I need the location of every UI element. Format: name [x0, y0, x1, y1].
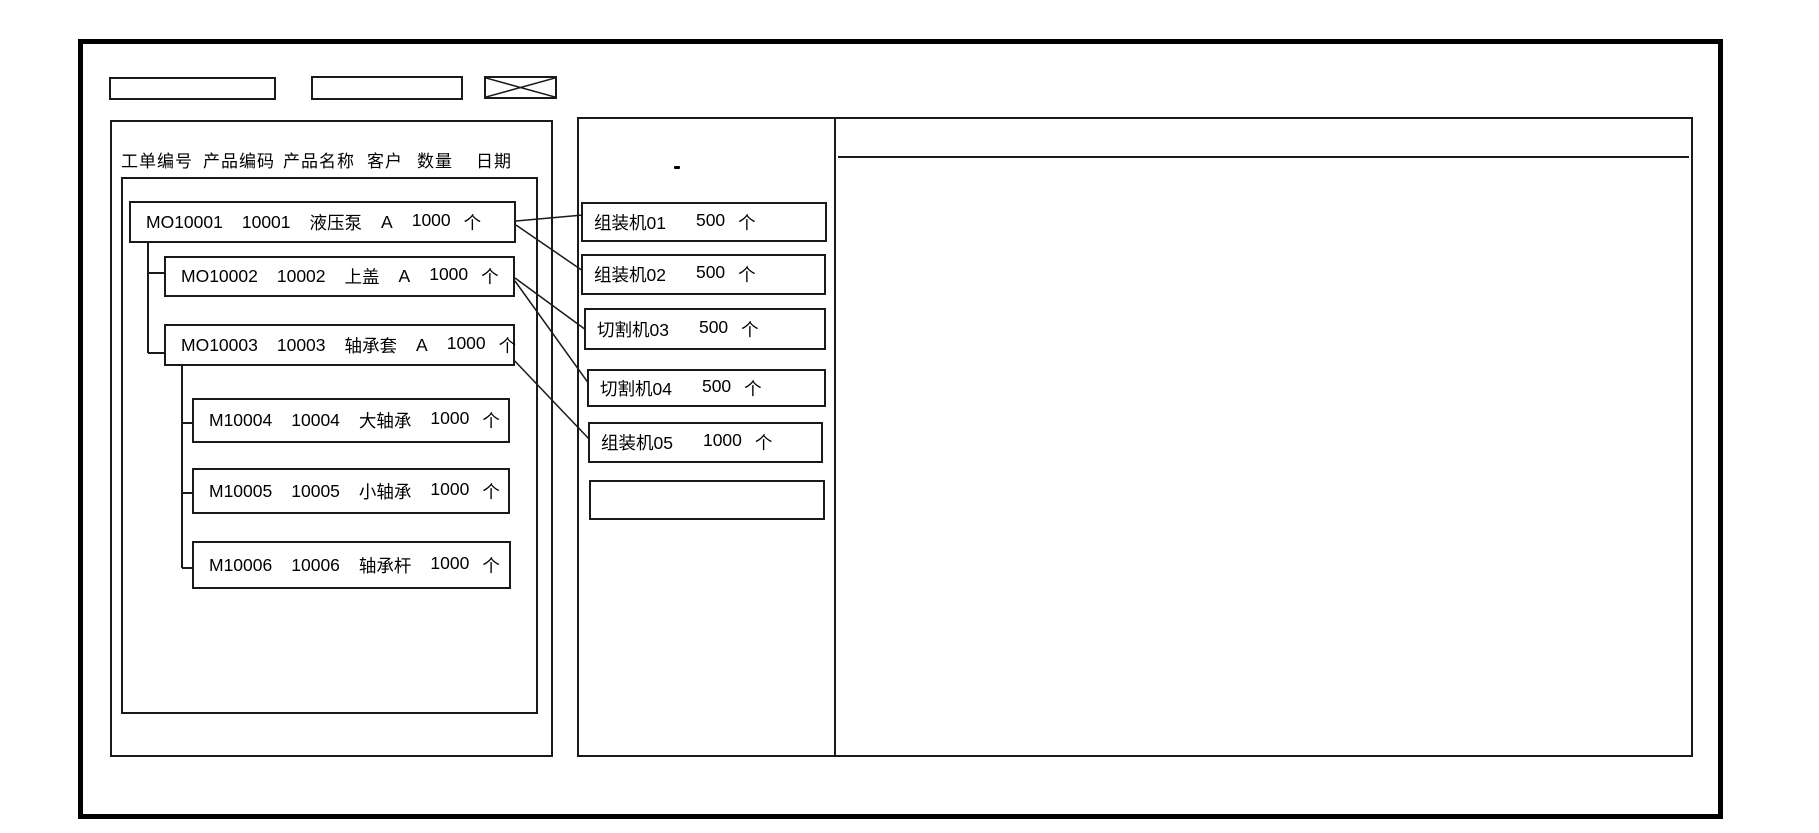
unit: 个: [738, 265, 756, 285]
top-input-2[interactable]: [311, 76, 463, 100]
machine-name: 切割机04: [600, 378, 672, 399]
product-name: 大轴承: [358, 411, 412, 431]
column-header-order-id: 工单编号: [121, 152, 193, 171]
column-header-quantity: 数量: [417, 152, 453, 171]
order-box-m10006[interactable]: M10006 10006 轴承杆 1000 个: [192, 541, 511, 589]
unit: 个: [754, 433, 773, 453]
product-name: 轴承套: [344, 335, 398, 356]
order-id: M10006: [209, 554, 273, 575]
unit: 个: [482, 411, 500, 431]
machine-box-01[interactable]: 组装机01 500 个: [581, 202, 827, 242]
quantity: 1000: [411, 209, 451, 230]
product-code: 10001: [241, 211, 291, 232]
product-code: 10002: [276, 266, 326, 286]
quantity: 1000: [430, 552, 470, 573]
order-box-mo10003[interactable]: MO10003 10003 轴承套 A 1000 个: [164, 324, 517, 366]
customer: A: [416, 334, 428, 355]
stray-dot-mark: [674, 166, 680, 169]
unit: 个: [498, 335, 517, 356]
order-tree-container: [121, 177, 538, 714]
unit: 个: [741, 319, 759, 340]
machine-name: 组装机01: [594, 212, 666, 233]
detail-panel: [834, 117, 1693, 757]
machine-name: 切割机03: [597, 319, 669, 340]
order-id: MO10001: [146, 211, 223, 232]
product-code: 10005: [291, 480, 340, 501]
column-header-customer: 客户: [367, 152, 403, 171]
product-name: 小轴承: [358, 481, 412, 502]
customer: A: [398, 266, 411, 286]
order-box-mo10002[interactable]: MO10002 10002 上盖 A 1000 个: [164, 256, 515, 297]
unit: 个: [482, 555, 500, 576]
column-header-product-name: 产品名称: [283, 152, 355, 171]
detail-header-divider: [838, 156, 1689, 158]
machine-qty: 500: [701, 375, 732, 396]
machine-qty: 1000: [702, 430, 742, 450]
machine-box-03[interactable]: 切割机03 500 个: [584, 308, 826, 350]
machine-box-02[interactable]: 组装机02 500 个: [581, 254, 826, 295]
product-name: 液压泵: [309, 212, 363, 233]
machine-qty: 500: [698, 316, 729, 337]
machine-qty: 500: [695, 262, 726, 282]
customer: A: [381, 211, 393, 232]
product-name: 上盖: [344, 267, 380, 287]
machine-box-empty[interactable]: [589, 480, 825, 520]
order-id: MO10003: [181, 334, 258, 355]
unit: 个: [481, 267, 499, 287]
order-box-m10005[interactable]: M10005 10005 小轴承 1000 个: [192, 468, 510, 514]
product-code: 10006: [291, 554, 340, 575]
product-code: 10003: [276, 334, 326, 355]
quantity: 1000: [446, 332, 486, 353]
machine-box-04[interactable]: 切割机04 500 个: [587, 369, 826, 407]
machine-name: 组装机05: [601, 433, 673, 453]
machine-box-05[interactable]: 组装机05 1000 个: [588, 422, 823, 463]
product-code: 10004: [291, 410, 340, 430]
column-header-date: 日期: [476, 152, 512, 171]
unit: 个: [482, 481, 500, 502]
column-header-product-code: 产品编码: [203, 152, 275, 171]
order-box-m10004[interactable]: M10004 10004 大轴承 1000 个: [192, 398, 510, 443]
order-id: M10005: [209, 480, 273, 501]
order-id: MO10002: [181, 266, 258, 286]
unit: 个: [463, 212, 482, 233]
order-box-mo10001[interactable]: MO10001 10001 液压泵 A 1000 个: [129, 201, 516, 243]
image-placeholder[interactable]: [484, 76, 557, 99]
unit: 个: [738, 212, 756, 233]
machine-name: 组装机02: [594, 265, 666, 285]
machine-qty: 500: [695, 209, 726, 230]
x-cross-icon: [486, 78, 555, 97]
quantity: 1000: [430, 478, 470, 499]
product-name: 轴承杆: [358, 555, 412, 576]
order-id: M10004: [209, 410, 273, 430]
outer-border: [78, 39, 1723, 819]
top-input-1[interactable]: [109, 77, 276, 100]
quantity: 1000: [430, 408, 470, 428]
unit: 个: [744, 378, 762, 399]
quantity: 1000: [429, 264, 469, 284]
